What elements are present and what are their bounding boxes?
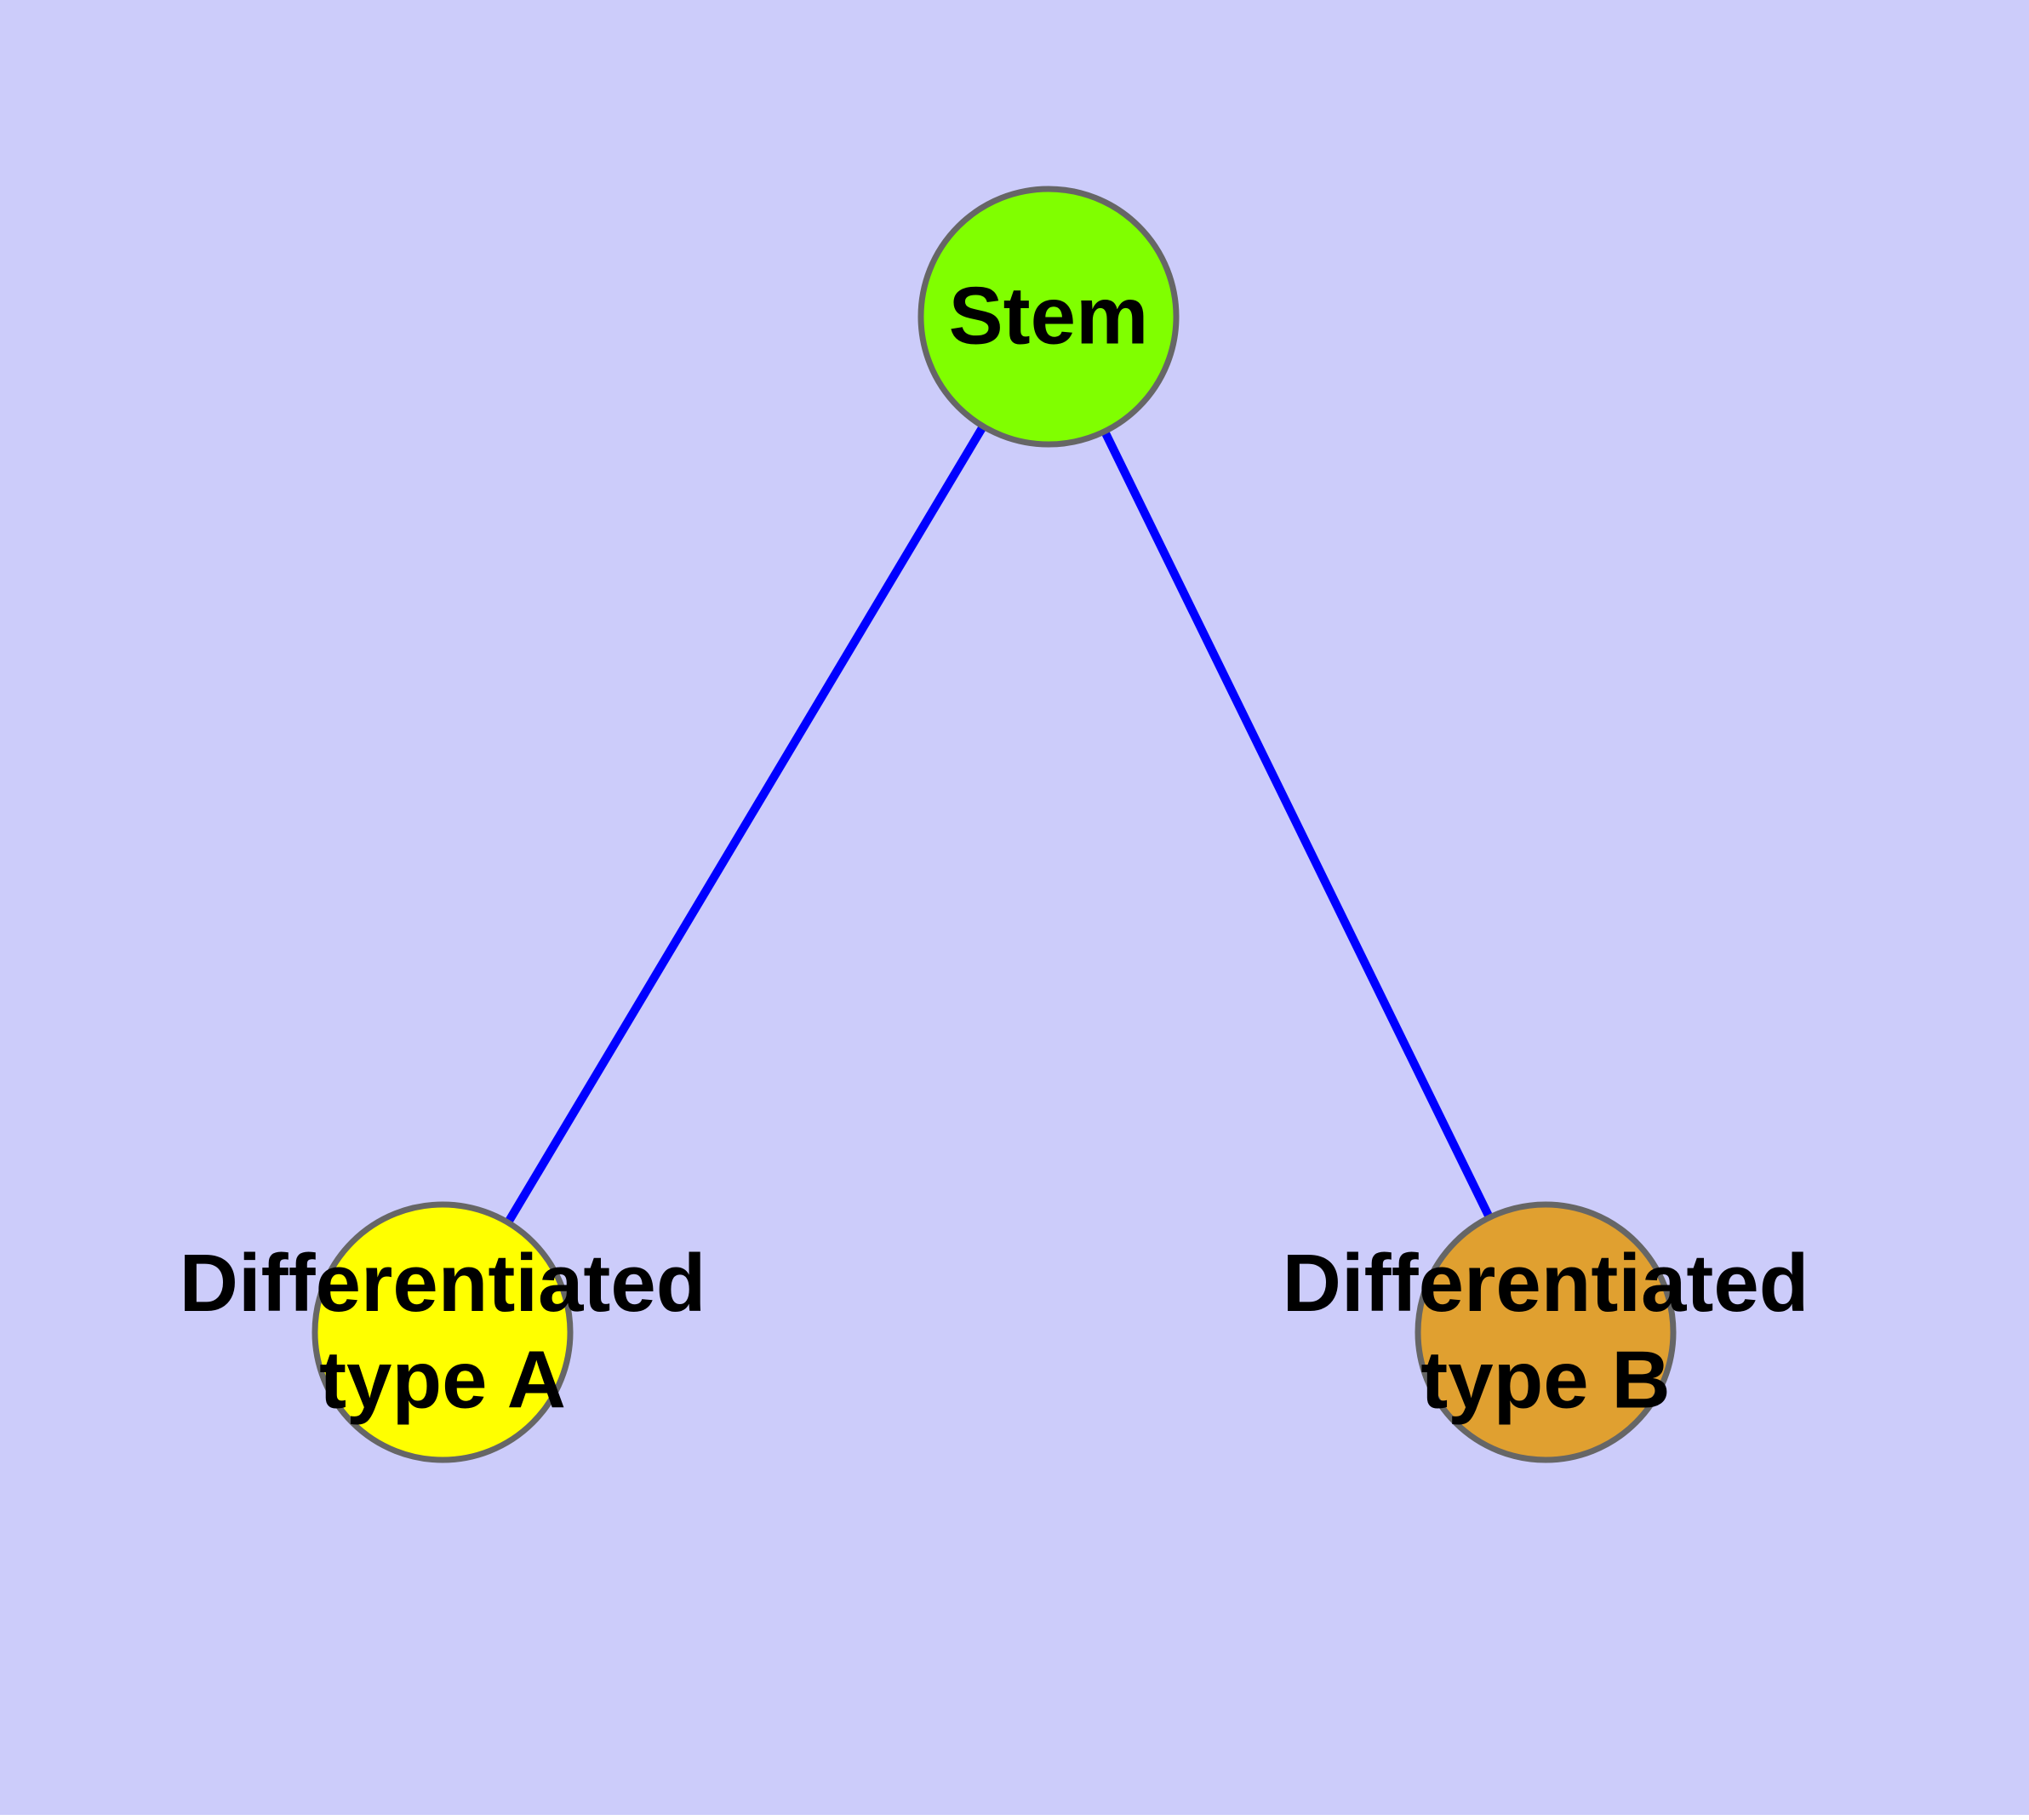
graph-node-label-line: Differentiated	[180, 1238, 706, 1329]
graph-node-diff-b[interactable]	[1415, 1201, 1677, 1463]
edges-layer	[438, 314, 1550, 1335]
graph-node-label-line: Stem	[949, 271, 1149, 362]
nodes-layer	[311, 186, 1677, 1463]
graph-edge-stem-to-diff-b[interactable]	[1044, 314, 1550, 1335]
graph-node-stem[interactable]	[917, 186, 1180, 448]
graph-node-label-line: type A	[319, 1334, 566, 1425]
graph-node-diff-a[interactable]	[311, 1201, 574, 1463]
graph-edge-stem-to-diff-a[interactable]	[438, 314, 1053, 1335]
graph-node-label-line: type B	[1420, 1334, 1670, 1425]
graph-node-label-line: Differentiated	[1283, 1238, 1809, 1329]
graph-node-label-stem: Stem	[949, 271, 1149, 362]
